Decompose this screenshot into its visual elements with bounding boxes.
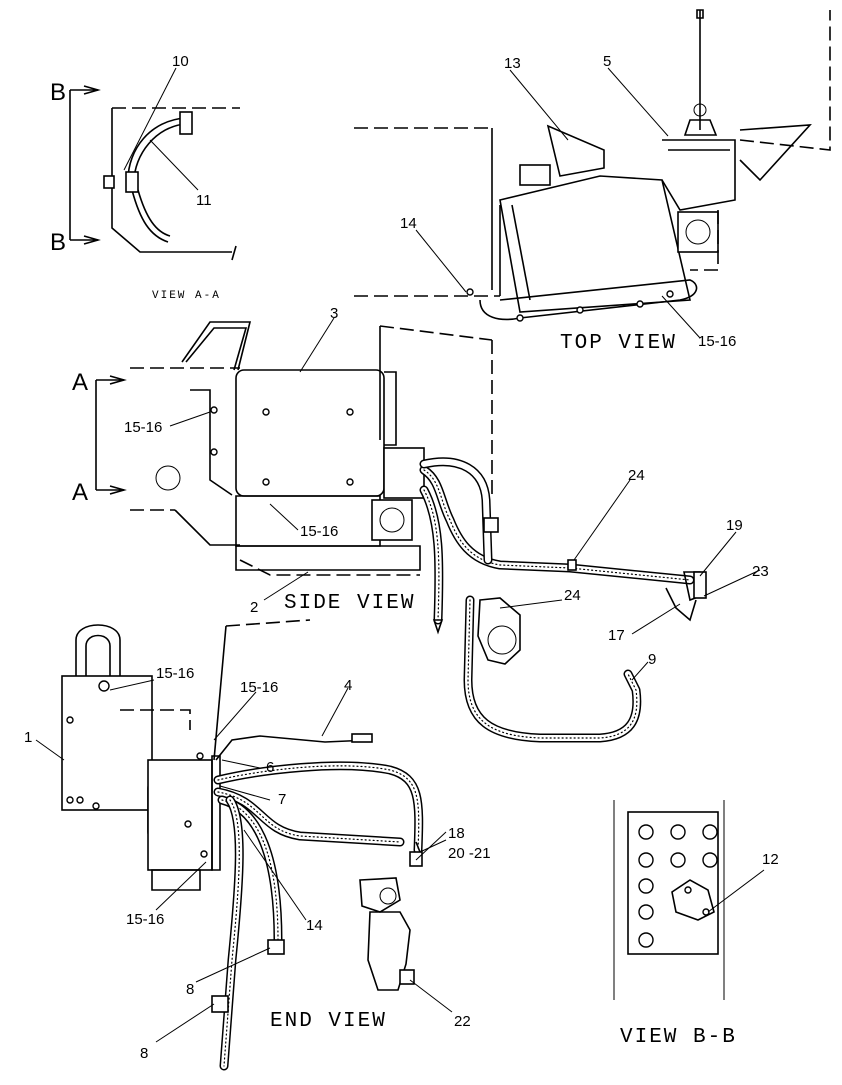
hose-loop-9 — [463, 595, 649, 743]
callout-15-16-side-bottom: 15-16 — [300, 523, 338, 540]
side-view-title: SIDE VIEW — [284, 592, 415, 615]
callout-9: 9 — [648, 651, 656, 668]
callout-15-16-top: 15-16 — [698, 333, 736, 350]
section-mark-a-top: A — [72, 369, 88, 396]
callout-7: 7 — [278, 791, 286, 808]
callout-6: 6 — [266, 759, 274, 776]
callout-3: 3 — [330, 305, 338, 322]
callout-13: 13 — [504, 55, 521, 72]
callout-22: 22 — [454, 1013, 471, 1030]
callout-15-16-end-b: 15-16 — [240, 679, 278, 696]
callout-24-a: 24 — [628, 467, 645, 484]
callout-2: 2 — [250, 599, 258, 616]
side-view — [95, 317, 761, 665]
callout-8-b: 8 — [140, 1045, 148, 1062]
end-view — [35, 619, 453, 1071]
callout-24-b: 24 — [564, 587, 581, 604]
top-view-title: TOP VIEW — [560, 332, 677, 355]
callout-20-21: 20 -21 — [448, 845, 491, 862]
callout-5: 5 — [603, 53, 611, 70]
callout-15-16-end-c: 15-16 — [126, 911, 164, 928]
view-a-a — [69, 67, 240, 261]
view-b-b — [613, 800, 765, 1000]
callout-17: 17 — [608, 627, 625, 644]
callout-18: 18 — [448, 825, 465, 842]
callout-1: 1 — [24, 729, 32, 746]
view-a-a-title: VIEW A-A — [152, 290, 221, 302]
section-mark-a-bottom: A — [72, 479, 88, 506]
callout-14-top: 14 — [400, 215, 417, 232]
callout-4: 4 — [344, 677, 352, 694]
callout-19: 19 — [726, 517, 743, 534]
callout-10: 10 — [172, 53, 189, 70]
section-mark-b-bottom: B — [50, 229, 66, 256]
callout-23: 23 — [752, 563, 769, 580]
callout-15-16-end-a: 15-16 — [156, 665, 194, 682]
section-mark-b-top: B — [50, 79, 66, 106]
end-view-title: END VIEW — [270, 1010, 387, 1033]
view-b-b-title: VIEW B-B — [620, 1026, 737, 1049]
callout-11: 11 — [196, 192, 212, 209]
callout-15-16-side-left: 15-16 — [124, 419, 162, 436]
callout-8-a: 8 — [186, 981, 194, 998]
top-view — [354, 9, 831, 339]
callout-14-end: 14 — [306, 917, 323, 934]
callout-12: 12 — [762, 851, 779, 868]
